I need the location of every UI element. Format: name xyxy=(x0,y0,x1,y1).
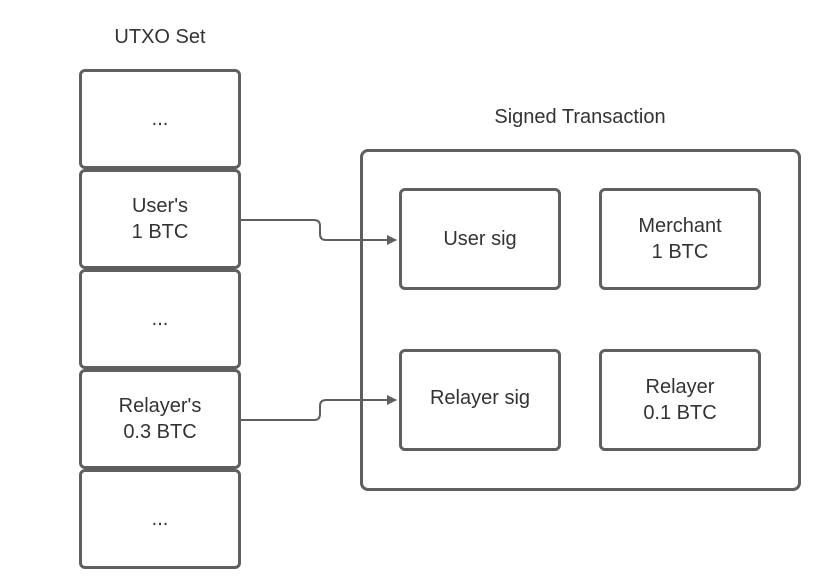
output-merchant: Merchant 1 BTC xyxy=(599,188,761,290)
output-amount: 1 BTC xyxy=(651,241,709,263)
utxo-cell-ellipsis-top: ... xyxy=(79,69,241,169)
output-relayer: Relayer 0.1 BTC xyxy=(599,349,761,451)
utxo-set-title: UTXO Set xyxy=(114,26,206,48)
input-label: Relayer sig xyxy=(429,387,531,409)
input-label: User sig xyxy=(443,228,517,250)
signed-transaction-title: Signed Transaction xyxy=(494,106,666,128)
output-recipient: Relayer xyxy=(645,376,715,398)
utxo-cell-owner: User's xyxy=(131,195,189,217)
utxo-cell-owner: Relayer's xyxy=(118,395,202,417)
output-recipient: Merchant xyxy=(638,215,722,237)
utxo-cell-text: ... xyxy=(151,508,169,530)
utxo-cell-relayer: Relayer's 0.3 BTC xyxy=(79,369,241,469)
utxo-cell-user: User's 1 BTC xyxy=(79,169,241,269)
utxo-cell-text: ... xyxy=(151,108,169,130)
utxo-cell-ellipsis-bottom: ... xyxy=(79,469,241,569)
input-relayer-sig: Relayer sig xyxy=(399,349,561,451)
edge-relayer-utxo-to-relayer-sig xyxy=(241,395,397,421)
utxo-cell-text: ... xyxy=(151,308,169,330)
utxo-cell-amount: 1 BTC xyxy=(131,221,189,243)
utxo-cell-amount: 0.3 BTC xyxy=(123,421,197,443)
utxo-cell-ellipsis-middle: ... xyxy=(79,269,241,369)
output-amount: 0.1 BTC xyxy=(643,402,717,424)
edge-user-utxo-to-user-sig xyxy=(241,219,397,245)
input-user-sig: User sig xyxy=(399,188,561,290)
